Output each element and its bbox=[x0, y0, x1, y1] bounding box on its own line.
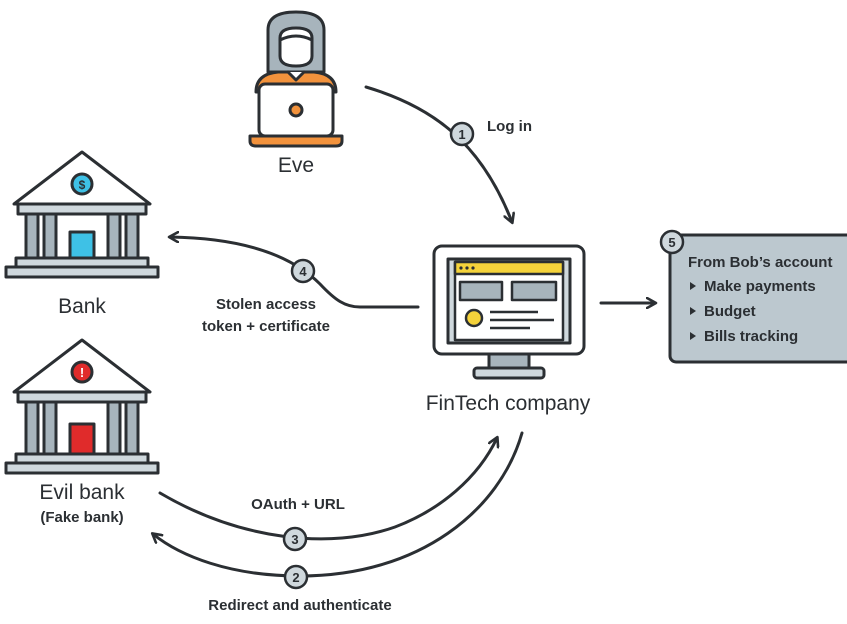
evil-bank-label: Evil bank bbox=[39, 481, 125, 504]
step-1-number: 1 bbox=[458, 127, 465, 142]
step-1-label: Log in bbox=[487, 118, 532, 135]
step-1-badge bbox=[449, 121, 475, 147]
step-2-badge bbox=[283, 564, 309, 590]
bullet-arrow-icon bbox=[690, 332, 696, 340]
fintech-monitor-icon bbox=[432, 244, 586, 380]
account-item-label: Bills tracking bbox=[704, 328, 799, 345]
account-item-bills: Bills tracking bbox=[690, 328, 798, 345]
evil-bank-sublabel: (Fake bank) bbox=[40, 509, 124, 526]
browser-dots bbox=[459, 266, 475, 270]
fintech-label: FinTech company bbox=[425, 392, 591, 415]
step-4-label-line1: Stolen access bbox=[215, 296, 317, 313]
evil-bank-icon bbox=[4, 338, 160, 475]
arrow-step-1 bbox=[364, 85, 512, 222]
bank-dollar-symbol: $ bbox=[79, 178, 86, 192]
step-4-label-line2: token + certificate bbox=[202, 318, 330, 335]
account-item-label: Make payments bbox=[704, 278, 816, 295]
account-box-frame bbox=[668, 233, 847, 364]
step-3-number: 3 bbox=[291, 532, 298, 547]
step-5-badge bbox=[659, 229, 685, 255]
bullet-arrow-icon bbox=[690, 307, 696, 315]
step-2-label: Redirect and authenticate bbox=[208, 597, 392, 614]
step-4-number: 4 bbox=[299, 264, 307, 279]
step-2-number: 2 bbox=[292, 570, 299, 585]
account-item-label: Budget bbox=[704, 303, 756, 320]
account-item-budget: Budget bbox=[690, 303, 756, 320]
arrow-step-3 bbox=[158, 438, 497, 541]
step-4-badge bbox=[290, 258, 316, 284]
evil-bank-warning-symbol: ! bbox=[80, 365, 84, 380]
eve-label: Eve bbox=[277, 154, 315, 177]
step-3-label: OAuth + URL bbox=[251, 496, 345, 513]
step-5-number: 5 bbox=[668, 235, 675, 250]
bank-label: Bank bbox=[58, 295, 106, 318]
bullet-arrow-icon bbox=[690, 282, 696, 290]
account-item-payments: Make payments bbox=[690, 278, 816, 295]
account-box-title: From Bob’s account bbox=[688, 254, 833, 271]
bank-icon bbox=[4, 150, 160, 279]
eve-icon bbox=[248, 10, 344, 148]
step-3-badge bbox=[282, 526, 308, 552]
arrow-step-2 bbox=[153, 431, 524, 578]
account-box: From Bob’s account Make payments Budget … bbox=[670, 235, 847, 362]
